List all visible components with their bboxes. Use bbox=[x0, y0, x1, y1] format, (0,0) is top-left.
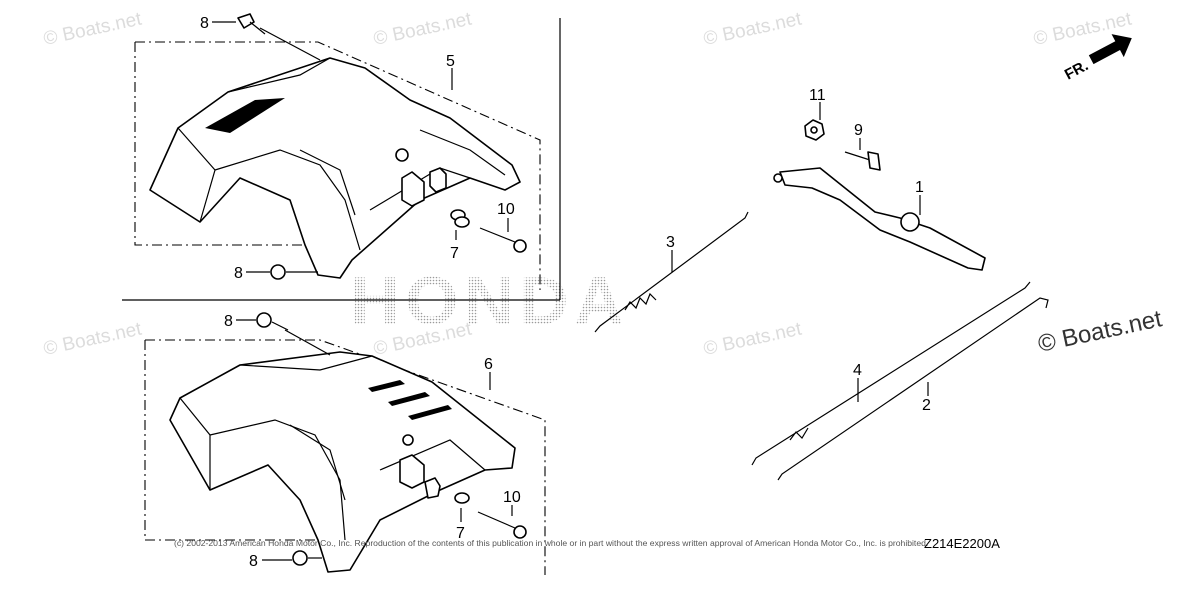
bolt-8-upper-mid bbox=[270, 264, 318, 280]
nut-11 bbox=[804, 119, 825, 141]
collar-7-lower bbox=[454, 492, 470, 504]
watermark-mid-left: © Boats.net bbox=[42, 319, 144, 360]
group-box-upper bbox=[134, 42, 325, 246]
brand-watermark: HONDA bbox=[350, 263, 629, 339]
front-arrow-icon bbox=[1088, 34, 1132, 65]
lever-1 bbox=[773, 167, 986, 271]
callout-10-upper: 10 bbox=[497, 201, 515, 218]
bolt-8-lower-top bbox=[256, 312, 331, 356]
rod-2 bbox=[777, 297, 1049, 481]
collar-7-upper bbox=[450, 209, 470, 228]
callout-3: 3 bbox=[666, 234, 675, 251]
callout-8-top: 8 bbox=[200, 15, 209, 32]
group-box-lower-right bbox=[145, 339, 546, 575]
bolt-9 bbox=[844, 151, 881, 171]
watermark-mid-right: © Boats.net bbox=[702, 319, 804, 360]
bolt-10-lower bbox=[477, 511, 527, 539]
callout-8-upper-mid: 8 bbox=[234, 265, 243, 282]
rod-4 bbox=[751, 281, 1031, 466]
bolt-8-bottom bbox=[292, 550, 322, 566]
cover-lower bbox=[169, 351, 516, 573]
watermark-top-right: © Boats.net bbox=[702, 9, 804, 50]
callout-6: 6 bbox=[484, 356, 493, 373]
callout-10-lower: 10 bbox=[503, 489, 521, 506]
watermark-large: © Boats.net bbox=[1036, 305, 1165, 358]
callout-4: 4 bbox=[853, 362, 862, 379]
front-direction-label: FR. bbox=[1062, 57, 1091, 83]
diagram-code: Z214E2200A bbox=[924, 536, 1000, 551]
watermark-top-left: © Boats.net bbox=[42, 9, 144, 50]
group-box-upper-right bbox=[135, 41, 541, 290]
copyright-notice: (c) 2002-2013 American Honda Motor Co., … bbox=[174, 538, 929, 548]
bolt-10-upper bbox=[479, 227, 527, 253]
callout-1: 1 bbox=[915, 179, 924, 196]
callout-5: 5 bbox=[446, 53, 455, 70]
bolt-8-top bbox=[237, 13, 321, 61]
group-box-lower bbox=[144, 340, 330, 541]
callout-8-bottom: 8 bbox=[249, 553, 258, 570]
callout-7-lower: 7 bbox=[456, 525, 465, 542]
callout-2: 2 bbox=[922, 397, 931, 414]
callout-11: 11 bbox=[809, 87, 826, 104]
cover-upper bbox=[149, 57, 521, 279]
callout-8-lower-top: 8 bbox=[224, 313, 233, 330]
callout-9: 9 bbox=[854, 122, 863, 139]
callout-7-upper: 7 bbox=[450, 245, 459, 262]
watermark-top-center: © Boats.net bbox=[372, 9, 474, 50]
